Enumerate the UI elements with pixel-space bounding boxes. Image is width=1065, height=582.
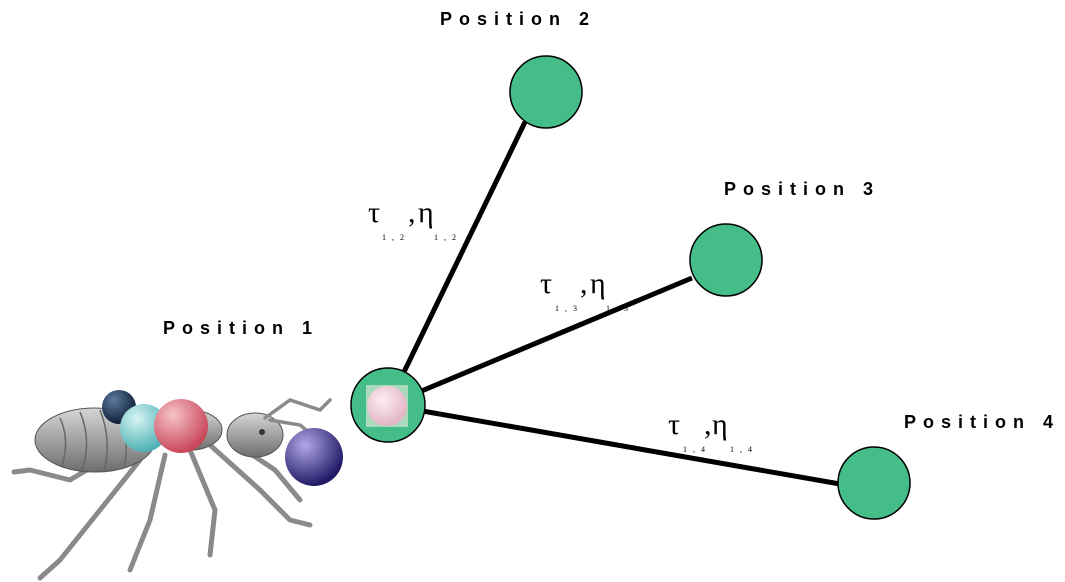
nodes [350, 55, 911, 520]
position-labels: Position 1 Position 2 Position 3 Positio… [163, 9, 1060, 432]
pink-ball-icon [367, 386, 407, 426]
tau-subscript: 1 , 2 [382, 233, 406, 242]
red-ball-icon [154, 399, 208, 453]
label-position-1: Position 1 [163, 318, 319, 338]
label-position-2: Position 2 [440, 9, 596, 29]
separator: , [408, 196, 416, 229]
tau-symbol: τ [540, 267, 552, 300]
separator: , [580, 267, 588, 300]
node-position-3 [689, 223, 763, 297]
tau-symbol: τ [368, 196, 380, 229]
edge-1-3 [387, 275, 693, 408]
eta-subscript: 1 , 4 [730, 445, 754, 454]
ant-icon [11, 390, 343, 581]
eta-subscript: 1 , 3 [606, 304, 630, 313]
edge-label-1-2: τ , η 1 , 2 1 , 2 [368, 196, 458, 242]
separator: , [704, 408, 712, 441]
edges [385, 120, 841, 487]
edge-label-1-3: τ , η 1 , 3 1 , 3 [540, 267, 630, 313]
edge-1-2 [385, 120, 528, 407]
eta-symbol: η [418, 196, 434, 229]
edge-1-4 [387, 402, 841, 487]
eta-subscript: 1 , 2 [434, 233, 458, 242]
node-position-2 [509, 55, 583, 129]
eta-symbol: η [712, 408, 728, 441]
node-position-4 [837, 446, 911, 520]
tau-subscript: 1 , 4 [683, 445, 707, 454]
tau-subscript: 1 , 3 [555, 304, 579, 313]
tau-symbol: τ [668, 408, 680, 441]
purple-ball-icon [285, 428, 343, 486]
label-position-3: Position 3 [724, 179, 880, 199]
eta-symbol: η [590, 267, 606, 300]
label-position-4: Position 4 [904, 412, 1060, 432]
edge-label-1-4: τ , η 1 , 4 1 , 4 [668, 408, 754, 454]
